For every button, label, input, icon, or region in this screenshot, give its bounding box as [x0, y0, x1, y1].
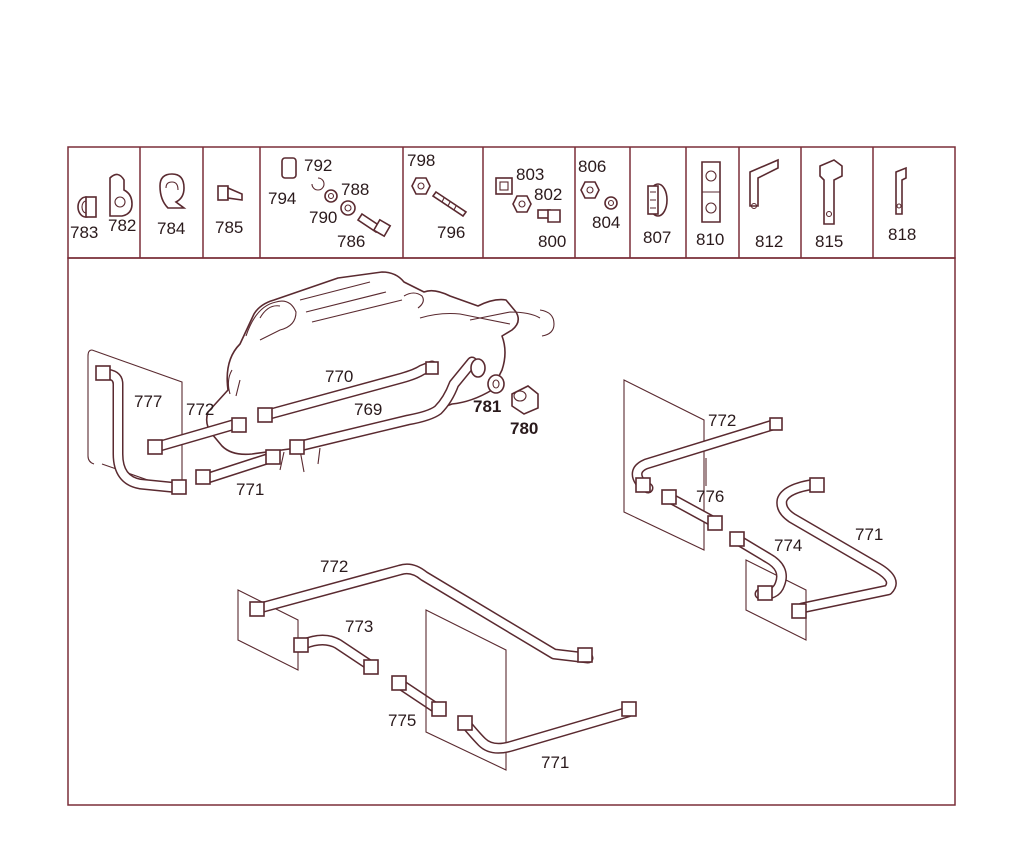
part-804-icon — [604, 196, 618, 210]
label-794: 794 — [268, 189, 296, 208]
callout-771-engine: 771 — [236, 480, 264, 499]
label-784: 784 — [157, 219, 185, 238]
label-786: 786 — [337, 232, 365, 251]
part-785-icon — [217, 185, 243, 201]
label-818: 818 — [888, 225, 916, 244]
callout-772-engine: 772 — [186, 400, 214, 419]
part-784-icon — [159, 173, 187, 209]
pipe-774 — [729, 531, 807, 641]
part-803-icon — [495, 177, 513, 195]
part-790-icon — [324, 189, 338, 203]
part-802-icon — [512, 195, 532, 213]
part-815-icon — [819, 159, 843, 225]
part-807-icon — [647, 183, 668, 217]
label-796: 796 — [437, 223, 465, 242]
pipe-769 — [289, 356, 486, 455]
part-786-icon — [356, 212, 392, 238]
part-796-icon — [431, 190, 468, 218]
part-798-icon — [411, 177, 431, 195]
callout-777: 777 — [134, 392, 162, 411]
pipe-777 — [87, 349, 187, 495]
parts-header-dividers — [139, 147, 874, 258]
label-806: 806 — [578, 157, 606, 176]
label-792: 792 — [304, 156, 332, 175]
pipe-772-right — [623, 379, 783, 551]
pipe-771-right — [776, 477, 897, 619]
label-785: 785 — [215, 218, 243, 237]
part-812-icon — [749, 158, 779, 210]
part-782-icon — [109, 173, 133, 217]
part-792-icon — [311, 177, 325, 191]
part-818-icon — [895, 166, 907, 215]
pipe-775 — [391, 675, 447, 717]
label-812: 812 — [755, 232, 783, 251]
callout-776: 776 — [696, 487, 724, 506]
callout-780: 780 — [510, 419, 538, 438]
part-810-icon — [701, 161, 721, 223]
pipe-776 — [661, 458, 723, 531]
label-803: 803 — [516, 165, 544, 184]
label-783: 783 — [70, 223, 98, 242]
pipe-772-bottom — [237, 563, 594, 671]
label-798: 798 — [407, 151, 435, 170]
callout-772-bottom: 772 — [320, 557, 348, 576]
main-diagram-frame — [67, 257, 956, 806]
part-783-icon — [77, 196, 97, 218]
callout-770: 770 — [325, 367, 353, 386]
pipe-772-engine — [147, 417, 247, 455]
engine-gearbox-outline — [205, 271, 555, 473]
label-802: 802 — [534, 185, 562, 204]
callout-774: 774 — [774, 536, 802, 555]
callout-775: 775 — [388, 711, 416, 730]
pipe-771-engine — [195, 449, 281, 485]
part-794-icon — [281, 157, 297, 179]
part-806-icon — [580, 181, 600, 199]
part-800-icon — [537, 209, 561, 223]
callout-772-right: 772 — [708, 411, 736, 430]
callout-771-bottom: 771 — [541, 753, 569, 772]
pipe-771-bottom — [425, 609, 637, 771]
part-788-icon — [340, 200, 356, 216]
callout-769: 769 — [354, 400, 382, 419]
pipe-770 — [257, 360, 439, 423]
pipe-773 — [293, 634, 379, 675]
part-781-washer — [487, 374, 505, 394]
label-804: 804 — [592, 213, 620, 232]
label-815: 815 — [815, 232, 843, 251]
label-782: 782 — [108, 216, 136, 235]
callout-771-right: 771 — [855, 525, 883, 544]
label-788: 788 — [341, 180, 369, 199]
part-780-bolt — [511, 385, 539, 415]
label-810: 810 — [696, 230, 724, 249]
label-790: 790 — [309, 208, 337, 227]
callout-781: 781 — [473, 397, 501, 416]
callout-773: 773 — [345, 617, 373, 636]
label-800: 800 — [538, 232, 566, 251]
label-807: 807 — [643, 228, 671, 247]
